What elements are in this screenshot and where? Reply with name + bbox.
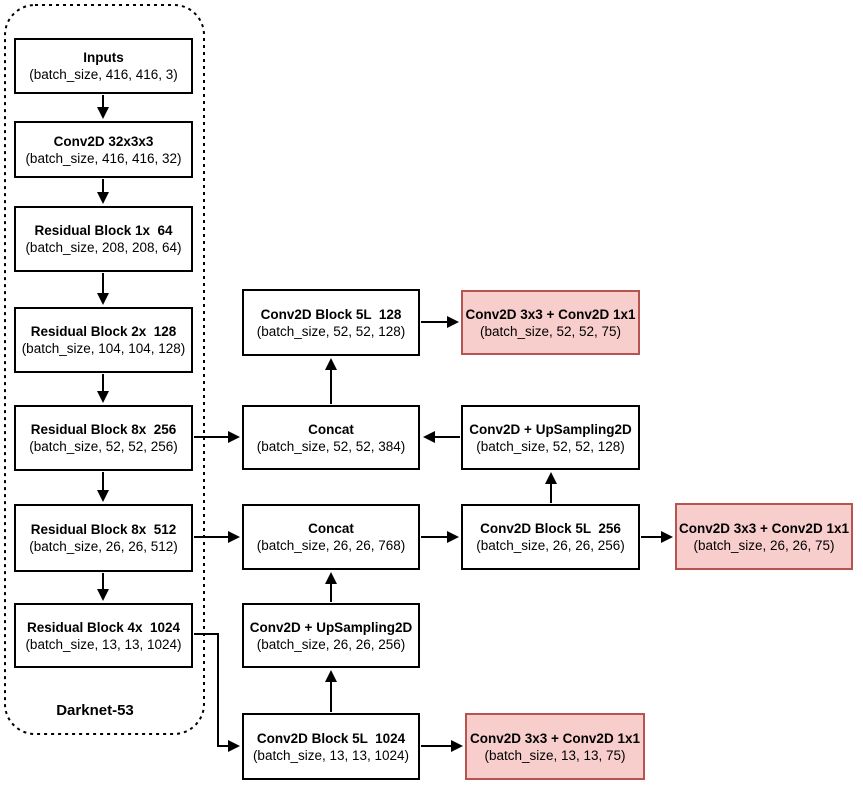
node-shape: (batch_size, 13, 13, 75) [484,747,626,763]
node-title: Conv2D 3x3 + Conv2D 1x1 [465,306,636,322]
node-title: Conv2D 3x3 + Conv2D 1x1 [679,520,849,536]
arrow-rb4-1024-to-cb5l-1024 [194,633,240,752]
node-title: Residual Block 8x 512 [30,522,177,537]
node-title: Conv2D 3x3 + Conv2D 1x1 [470,730,640,746]
node-conv2d-upsampling2d-52: Conv2D + UpSampling2D (batch_size, 52, 5… [461,405,640,470]
node-conv2d-upsampling2d-26: Conv2D + UpSampling2D (batch_size, 26, 2… [242,603,420,668]
node-shape: (batch_size, 104, 104, 128) [21,341,186,356]
node-conv2d-32x3x3: Conv2D 32x3x3 (batch_size, 416, 416, 32) [14,121,193,178]
node-title: Residual Block 8x 256 [30,422,177,437]
node-shape: (batch_size, 208, 208, 64) [25,240,182,255]
node-title: Residual Block 1x 64 [34,223,173,238]
node-shape: (batch_size, 52, 52, 256) [29,439,178,454]
node-shape: (batch_size, 52, 52, 75) [479,323,622,339]
node-title: Concat [308,421,354,437]
node-shape: (batch_size, 13, 13, 1024) [25,636,182,652]
node-title: Conv2D + UpSampling2D [469,421,632,437]
node-shape: (batch_size, 26, 26, 75) [693,537,835,553]
node-shape: (batch_size, 416, 416, 3) [29,67,178,82]
node-title: Conv2D Block 5L 256 [480,521,621,536]
node-title: Conv2D 32x3x3 [53,133,154,149]
node-residual-block-8x-256: Residual Block 8x 256 (batch_size, 52, 5… [14,405,193,471]
node-shape: (batch_size, 52, 52, 128) [476,438,625,454]
node-title: Residual Block 2x 128 [30,324,177,339]
node-shape: (batch_size, 52, 52, 128) [256,323,406,339]
node-concat-52: Concat (batch_size, 52, 52, 384) [242,405,420,470]
darknet53-group-label: Darknet-53 [56,702,134,719]
node-conv2d-block-5l-128: Conv2D Block 5L 128 (batch_size, 52, 52,… [242,289,420,356]
node-shape: (batch_size, 26, 26, 512) [29,539,178,554]
node-title: Concat [308,521,354,536]
node-residual-block-8x-512: Residual Block 8x 512 (batch_size, 26, 2… [14,504,193,572]
node-shape: (batch_size, 26, 26, 256) [256,636,406,652]
node-shape: (batch_size, 416, 416, 32) [25,150,182,166]
node-shape: (batch_size, 26, 26, 256) [476,538,625,553]
node-shape: (batch_size, 52, 52, 384) [256,438,406,454]
node-shape: (batch_size, 13, 13, 1024) [252,747,410,763]
node-residual-block-2x-128: Residual Block 2x 128 (batch_size, 104, … [14,307,193,373]
node-title: Conv2D Block 5L 128 [260,306,402,322]
node-shape: (batch_size, 26, 26, 768) [256,538,406,553]
node-title: Conv2D Block 5L 1024 [256,730,406,746]
node-title: Residual Block 4x 1024 [26,619,181,635]
node-residual-block-4x-1024: Residual Block 4x 1024 (batch_size, 13, … [14,603,193,668]
node-residual-block-1x-64: Residual Block 1x 64 (batch_size, 208, 2… [14,206,193,272]
node-title: Inputs [83,50,124,65]
node-inputs: Inputs (batch_size, 416, 416, 3) [14,38,193,94]
node-title: Conv2D + UpSampling2D [249,619,413,635]
node-yolo-head-52: Conv2D 3x3 + Conv2D 1x1 (batch_size, 52,… [461,290,640,355]
node-conv2d-block-5l-1024: Conv2D Block 5L 1024 (batch_size, 13, 13… [242,713,420,780]
node-yolo-head-26: Conv2D 3x3 + Conv2D 1x1 (batch_size, 26,… [675,503,853,570]
node-yolo-head-13: Conv2D 3x3 + Conv2D 1x1 (batch_size, 13,… [465,713,645,780]
node-concat-26: Concat (batch_size, 26, 26, 768) [242,504,420,570]
node-conv2d-block-5l-256: Conv2D Block 5L 256 (batch_size, 26, 26,… [461,504,640,570]
